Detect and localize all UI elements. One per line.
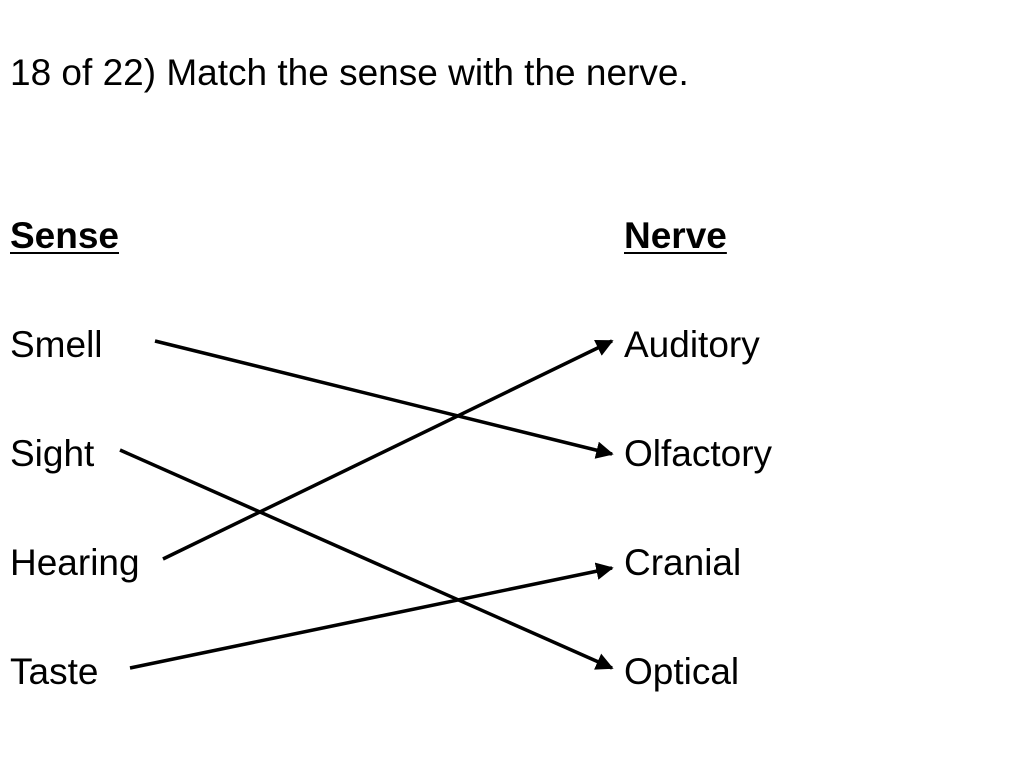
sense-column-heading: Sense [10,215,120,256]
nerve-column-heading: Nerve [624,215,727,256]
match-arrow-taste-to-cranial [129,562,614,670]
nerve-item-optical[interactable]: Optical [624,651,740,692]
match-arrow-sight-to-optical [119,448,614,670]
nerve-item-cranial[interactable]: Cranial [624,542,742,583]
sense-item-sight[interactable]: Sight [10,433,95,474]
sense-item-taste[interactable]: Taste [10,651,99,692]
nerve-item-olfactory[interactable]: Olfactory [624,433,773,474]
match-arrow-hearing-to-auditory [162,339,614,561]
question-title: 18 of 22) Match the sense with the nerve… [10,52,689,93]
sense-item-hearing[interactable]: Hearing [10,542,140,583]
match-arrow-smell-to-olfactory [154,339,614,459]
nerve-item-auditory[interactable]: Auditory [624,324,760,365]
sense-item-smell[interactable]: Smell [10,324,103,365]
